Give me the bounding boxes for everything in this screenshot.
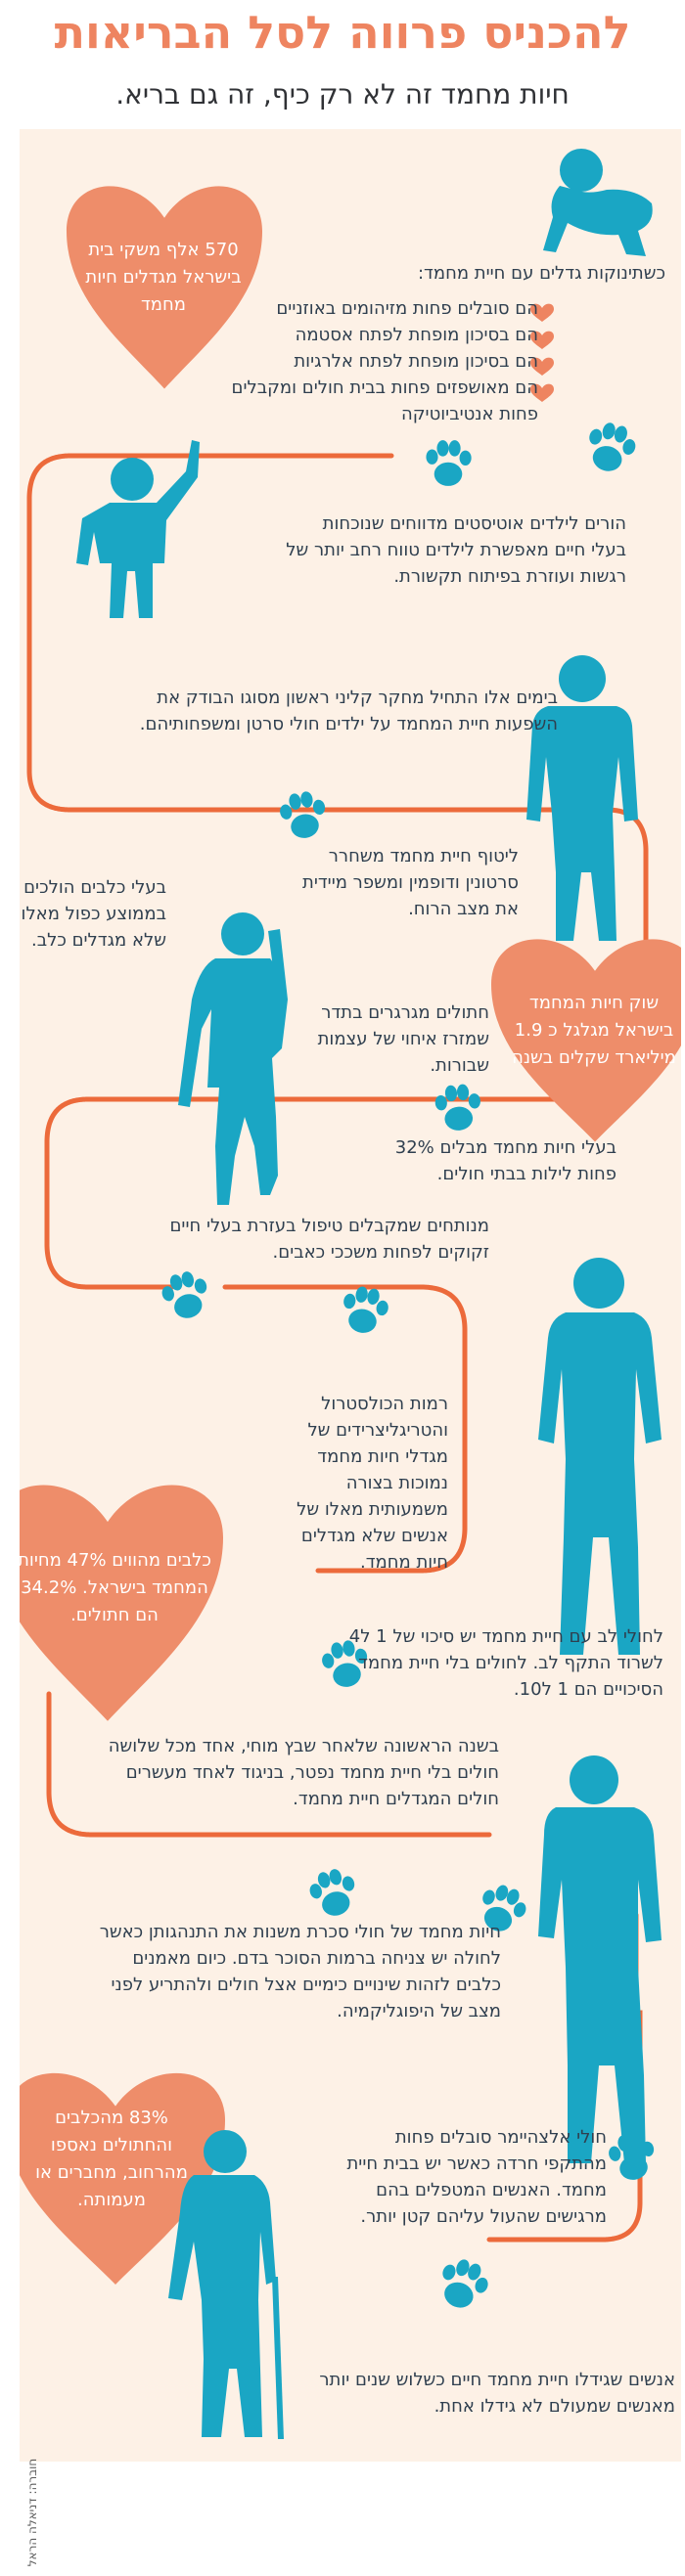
bullet-heart-icon [530, 331, 554, 349]
benefit-item: הם בסיכון מופחת לפתח אלרגיות [294, 351, 538, 372]
elderly-figure [168, 2130, 284, 2439]
baby-intro: כשתינוקות גדלים עם חיית מחמד: [417, 263, 665, 284]
fact-longevity: אנשים שגידלו חיית מחמד חיים כשלוש שנים י… [319, 2370, 675, 2417]
fact-alzheimer: חולי אלצהיימר סובלים פחות מהתקפי חרדה כא… [346, 2127, 607, 2227]
paw-print-icon [433, 2253, 494, 2315]
fact-heart-attack: לחולי לב עם חיית מחמד יש סיכוי של 1 ל4 ל… [348, 1626, 663, 1700]
heart-stat-adoption: 83% מהכלבים והחתולים נאספו מהרחוב, מחברי… [35, 2108, 188, 2210]
fact-hospital-nights: בעלי חיות מחמד מבלים 32% פחות לילות בבתי… [394, 1137, 616, 1184]
teen-figure [526, 655, 638, 941]
bullet-heart-icon [530, 357, 554, 376]
fact-stroke: בשנה הראשונה שלאחר שבץ מוחי, אחד מכל שלו… [108, 1736, 499, 1809]
fact-autism: הורים לילדים אוטיסטים מדווחים שנוכחות בע… [286, 513, 626, 587]
paw-print-icon [339, 1283, 391, 1337]
paw-print-icon [158, 1266, 214, 1324]
fact-diabetes: חיות מחמד של חולי סכרת משנות את התנהגותן… [99, 1922, 501, 2021]
fact-serotonin: ליטוף חיית מחמד משחרר סרטונין ודופמין ומ… [302, 846, 519, 919]
paw-print-icon [434, 1083, 483, 1133]
fact-fractures: חתולים מגרגרים בתדר שמזרז איחוי של עצמות… [317, 1002, 489, 1076]
older-man-figure [538, 1755, 662, 2163]
baby-figure [543, 149, 653, 256]
fact-cancer-study: בימים אלו התחיל מחקר קליני ראשון מסוגו ה… [139, 688, 558, 734]
benefit-item: הם סובלים פחות מזיהומים באוזניים [276, 298, 538, 319]
adult-figure [178, 912, 288, 1205]
benefit-item: הם בסיכון מופחת לפתח אסטמה [295, 325, 538, 345]
heart-stat-species: כלבים מהווים 47% מחיות המחמד בישראל. 34.… [18, 1550, 211, 1625]
credit-line: חוברה: דניאלה הראל [25, 2458, 39, 2567]
benefit-item: הם מאושפזים פחות בבית חולים ומקבלים פחות… [231, 378, 538, 424]
bullet-heart-icon [530, 383, 554, 402]
cane-icon [272, 2277, 284, 2439]
heart-stat-market: שוק חיות המחמד בישראל מגלגל כ 1.9 מיליאר… [512, 993, 676, 1068]
man-figure [538, 1258, 662, 1655]
page-title: להכניס פרווה לסל הבריאות [54, 6, 631, 59]
paw-print-icon [426, 440, 472, 486]
fact-surgery: מנותחים שמקבלים טיפול בעזרת בעלי חיים זק… [169, 1216, 489, 1263]
fact-cholesterol: רמות הכולסטרול והטריגליצרידים של מגדלי ח… [297, 1394, 448, 1573]
decor-layer [20, 149, 681, 2439]
paw-print-icon [305, 1864, 362, 1922]
paw-print-icon [277, 788, 330, 842]
infographic-panel: 570 אלף משקי בית בישראל מגדלים חיות מחמד… [18, 129, 681, 2566]
baby-benefits-list: הם סובלים פחות מזיהומים באוזניים הם בסיכ… [215, 295, 538, 427]
heart-stat-households: 570 אלף משקי בית בישראל מגדלים חיות מחמד [85, 240, 242, 315]
fact-dog-walkers: בעלי כלבים הולכים בממוצע כפול מאלו שלא מ… [21, 877, 166, 951]
child-figure [76, 440, 200, 618]
page-subtitle: חיות מחמד זה לא רק כיף, זה גם בריא. [115, 78, 570, 111]
bullet-heart-icon [530, 303, 554, 322]
paw-print-icon [581, 418, 640, 477]
